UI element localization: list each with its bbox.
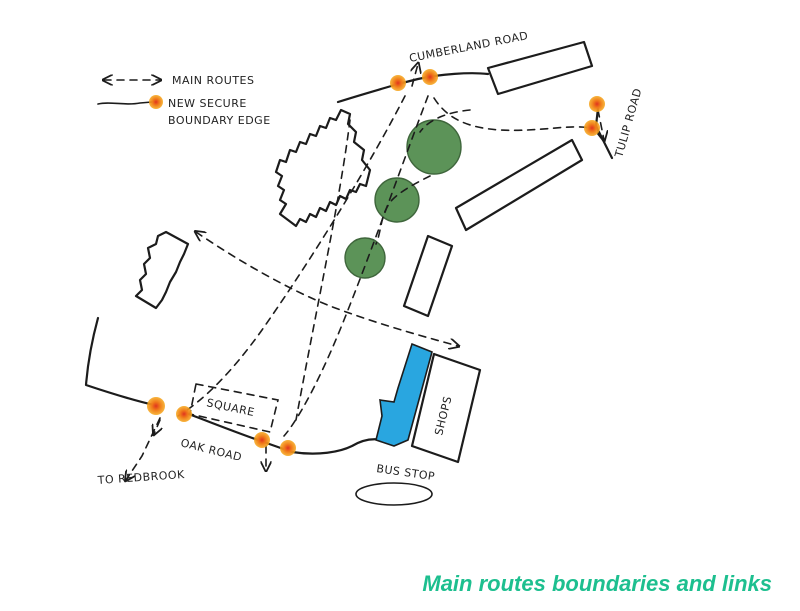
- west-boundary-edge: [84, 316, 156, 407]
- shops-label: SHOPS: [432, 395, 454, 437]
- bus-stop-label: BUS STOP: [376, 462, 436, 483]
- route-cumberland-north: [412, 64, 418, 87]
- shops-frontage-highlight: [375, 342, 433, 447]
- route-tulip-arrow: [598, 109, 604, 140]
- cumberland-road-label: CUMBERLAND ROAD: [408, 29, 529, 65]
- route-tulip-loop: [375, 97, 591, 245]
- tulip-road-label: TULIP ROAD: [612, 87, 644, 160]
- square-outline: [189, 383, 279, 433]
- legend-gate-marker: [149, 95, 163, 109]
- gate-marker: [589, 96, 605, 112]
- figure-caption: Main routes boundaries and links: [422, 571, 772, 596]
- route-centre-south: [295, 119, 351, 421]
- main-routes: [126, 64, 604, 480]
- trees: [344, 119, 462, 279]
- building-stepped-north: [274, 108, 372, 228]
- gates: [147, 69, 605, 456]
- oak-road-label: OAK ROAD: [179, 436, 243, 464]
- gate-marker: [254, 432, 270, 448]
- route-west-east: [196, 232, 458, 346]
- legend: MAIN ROUTES NEW SECURE BOUNDARY EDGE: [97, 74, 271, 127]
- square-label: SQUARE: [205, 396, 255, 419]
- gate-marker: [584, 120, 600, 136]
- gate-marker: [147, 397, 165, 415]
- shops-building: [410, 352, 482, 464]
- building-east-slab: [454, 138, 584, 232]
- building-small-block: [402, 234, 454, 318]
- legend-routes-label: MAIN ROUTES: [172, 74, 255, 87]
- tree: [344, 237, 386, 279]
- tree: [406, 119, 462, 175]
- bus-stop-shelter: [355, 482, 433, 506]
- gate-marker: [422, 69, 438, 85]
- to-redbrook-label: TO REDBROOK: [96, 468, 185, 487]
- bus-stop: BUS STOP: [355, 462, 436, 506]
- route-oak-road-south: [154, 419, 160, 434]
- cumberland-road-edge: [336, 72, 490, 104]
- building-stepped-west: [134, 230, 190, 310]
- legend-boundary-symbol: [97, 101, 153, 105]
- square-area: SQUARE: [189, 383, 279, 433]
- oak-road-edge: [184, 411, 384, 455]
- gate-marker: [280, 440, 296, 456]
- gate-marker: [390, 75, 406, 91]
- gate-marker: [176, 406, 192, 422]
- legend-boundary-label-2: BOUNDARY EDGE: [168, 114, 271, 127]
- legend-boundary-label-1: NEW SECURE: [168, 97, 247, 110]
- building-cumberland-slab: [486, 40, 594, 96]
